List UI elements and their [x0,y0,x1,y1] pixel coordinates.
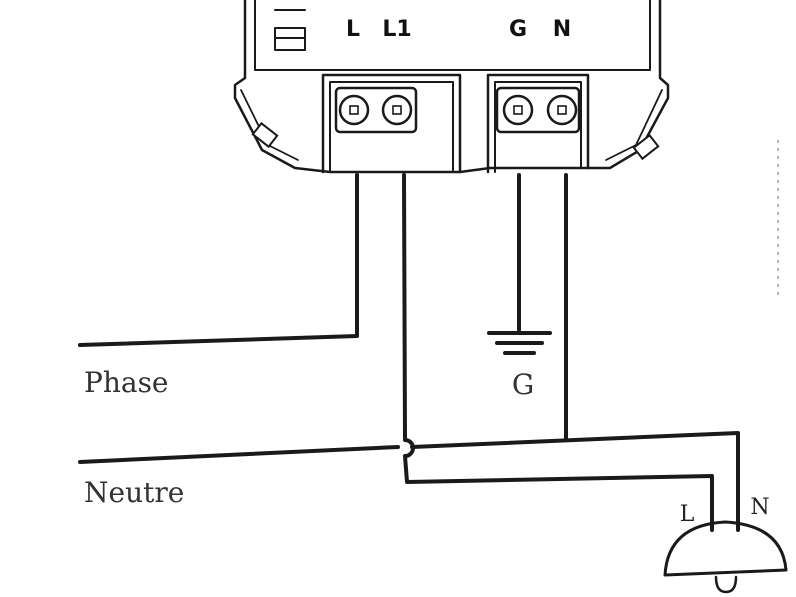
lamp-label-n: N [750,495,769,520]
lamp-icon [663,520,788,594]
terminal-label-n: N [553,17,571,42]
lamp-label-l: L [680,502,695,527]
terminal-block-right [486,73,590,174]
neutral-wire [78,431,740,532]
module-housing-rim [240,89,663,161]
neutral-label: Neutre [84,476,184,509]
phase-wire [78,173,359,347]
module-switch-slot [274,9,306,51]
phase-label: Phase [84,366,169,399]
right-clip [632,133,660,161]
terminal-label-l1: L1 [382,17,411,42]
left-clip [251,121,279,149]
terminal-block-left [321,73,462,174]
terminal-label-l: L [346,17,360,42]
module-housing-outline [233,0,670,174]
terminal-label-g: G [509,17,527,42]
switch-module: L L1 G N [233,0,670,174]
ground-symbol [487,173,552,355]
module-housing-inner [254,0,651,71]
ground-label: G [512,368,534,401]
l1-wire [402,173,714,532]
